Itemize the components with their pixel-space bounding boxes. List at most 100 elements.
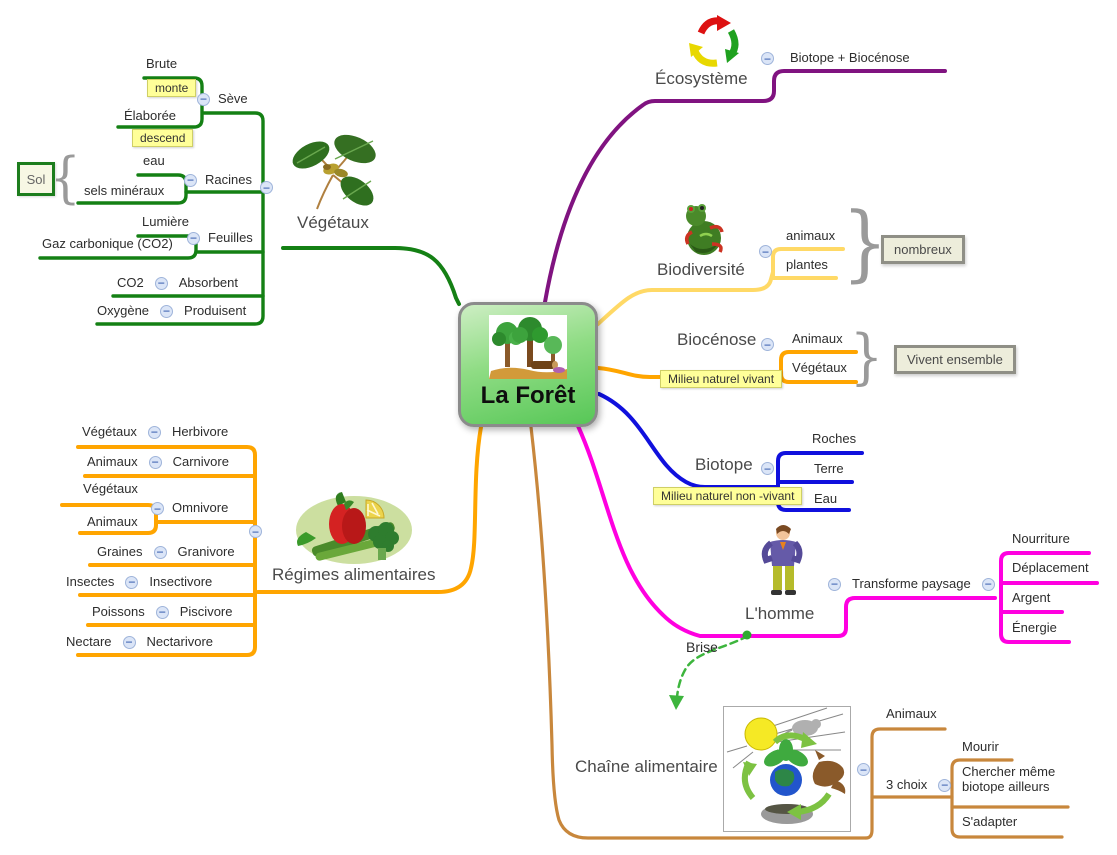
collapse-icon[interactable]: − [154,276,168,290]
central-topic[interactable]: La Forêt [458,302,598,427]
collapse-icon[interactable]: − [160,304,174,318]
label-regime[interactable]: Insectivore [149,574,213,589]
brace-right-icon: } [850,323,884,392]
row-nectarivore: Nectare − Nectarivore [66,634,213,650]
collapse-icon[interactable]: − [184,173,197,187]
collapse-icon[interactable]: − [125,575,139,589]
topic-biotope[interactable]: Biotope [695,455,753,474]
label-chercher-biotope[interactable]: Chercher même biotope ailleurs [962,764,1056,794]
note-descend[interactable]: descend [132,129,194,147]
collapse-icon[interactable]: − [153,545,167,559]
label-energie[interactable]: Énergie [1012,620,1057,635]
row-absorbent: CO2 − Absorbent [117,275,238,291]
label-sadapter[interactable]: S'adapter [962,814,1018,829]
label-seve[interactable]: Sève [218,91,248,106]
label-food[interactable]: Insectes [66,574,115,589]
label-terre[interactable]: Terre [814,461,844,476]
label-mourir[interactable]: Mourir [962,739,999,754]
label-regime[interactable]: Nectarivore [146,634,213,649]
label-elaboree[interactable]: Élaborée [124,108,177,123]
oak-leaves-image [292,134,376,210]
collapse-icon[interactable]: − [828,577,841,591]
brace-left-icon: { [50,146,81,211]
label-food[interactable]: Graines [97,544,143,559]
topic-regimes-alimentaires[interactable]: Régimes alimentaires [272,565,436,584]
relationship-anchor-dot [742,630,752,640]
collapse-icon[interactable]: − [197,92,210,106]
row-produisent: Oxygène − Produisent [97,303,247,319]
label-food[interactable]: Poissons [92,604,145,619]
label-animaux-chaine[interactable]: Animaux [886,706,937,721]
collapse-icon[interactable]: − [187,231,200,245]
row-herbivore: Végétaux − Herbivore [82,424,229,440]
label-food[interactable]: Animaux [87,454,138,469]
note-milieu-non-vivant[interactable]: Milieu naturel non -vivant [653,487,803,505]
label-absorbent[interactable]: Absorbent [178,275,238,290]
label-eau[interactable]: eau [143,153,165,168]
label-eau-biotope[interactable]: Eau [814,491,838,506]
label-feuilles[interactable]: Feuilles [208,230,253,245]
food-chain-image [723,706,851,832]
label-brute[interactable]: Brute [146,56,178,71]
collapse-icon[interactable]: − [155,605,169,619]
row-carnivore: Animaux − Carnivore [87,454,229,470]
collapse-icon[interactable]: − [249,525,262,538]
label-argent[interactable]: Argent [1012,590,1051,605]
collapse-icon[interactable]: − [761,462,774,475]
arrowhead-icon [669,695,684,710]
label-food[interactable]: Végétaux [83,481,138,496]
note-monte[interactable]: monte [147,79,197,97]
label-animaux-biocenose[interactable]: Animaux [792,331,843,346]
label-gaz-carbonique[interactable]: Gaz carbonique (CO2) [42,236,173,251]
label-food[interactable]: Animaux [87,514,138,529]
collapse-icon[interactable]: − [981,577,995,591]
topic-chaine-alimentaire[interactable]: Chaîne alimentaire [575,757,718,776]
label-animaux[interactable]: animaux [786,228,836,243]
collapse-icon[interactable]: − [761,52,774,65]
label-produisent[interactable]: Produisent [184,303,247,318]
collapse-icon[interactable]: − [151,502,164,515]
label-deplacement[interactable]: Déplacement [1012,560,1089,575]
label-brise[interactable]: Brise [686,639,718,655]
label-regime[interactable]: Piscivore [179,604,233,619]
collapse-icon[interactable]: − [761,338,774,351]
topic-ecosysteme[interactable]: Écosystème [655,69,748,88]
central-topic-title: La Forêt [480,382,576,409]
label-plantes[interactable]: plantes [786,257,828,272]
collapse-icon[interactable]: − [938,778,952,792]
collapse-icon[interactable]: − [857,763,870,776]
collapse-icon[interactable]: − [148,455,162,469]
row-trois-choix: 3 choix − [886,777,952,793]
topic-biodiversite[interactable]: Biodiversité [657,260,745,279]
row-granivore: Graines − Granivore [97,544,235,560]
collapse-icon[interactable]: − [147,425,161,439]
label-sels-mineraux[interactable]: sels minéraux [84,183,165,198]
collapse-icon[interactable]: − [260,181,273,194]
label-food[interactable]: Végétaux [82,424,137,439]
label-regime[interactable]: Herbivore [171,424,229,439]
collapse-icon[interactable]: − [122,635,136,649]
label-trois-choix[interactable]: 3 choix [886,777,928,792]
label-co2[interactable]: CO2 [117,275,144,290]
label-biotope-biocenose[interactable]: Biotope + Biocénose [790,50,910,65]
label-nourriture[interactable]: Nourriture [1012,531,1070,546]
label-roches[interactable]: Roches [812,431,857,446]
label-regime[interactable]: Carnivore [172,454,229,469]
topic-homme[interactable]: L'homme [745,604,815,623]
label-regime[interactable]: Omnivore [172,500,229,515]
callout-nombreux[interactable]: nombreux [881,235,965,264]
label-vegetaux-biocenose[interactable]: Végétaux [792,360,847,375]
label-transforme-paysage[interactable]: Transforme paysage [852,576,971,591]
callout-vivent-ensemble[interactable]: Vivent ensemble [894,345,1016,374]
collapse-icon[interactable]: − [759,245,772,258]
brace-right-icon: } [842,194,888,291]
label-lumiere[interactable]: Lumière [142,214,189,229]
label-oxygene[interactable]: Oxygène [97,303,150,318]
label-food[interactable]: Nectare [66,634,112,649]
label-racines[interactable]: Racines [205,172,252,187]
sol-box[interactable]: Sol [17,162,55,196]
topic-biocenose[interactable]: Biocénose [677,330,757,349]
label-regime[interactable]: Granivore [177,544,235,559]
topic-vegetaux[interactable]: Végétaux [297,213,369,232]
note-milieu-vivant[interactable]: Milieu naturel vivant [660,370,783,388]
